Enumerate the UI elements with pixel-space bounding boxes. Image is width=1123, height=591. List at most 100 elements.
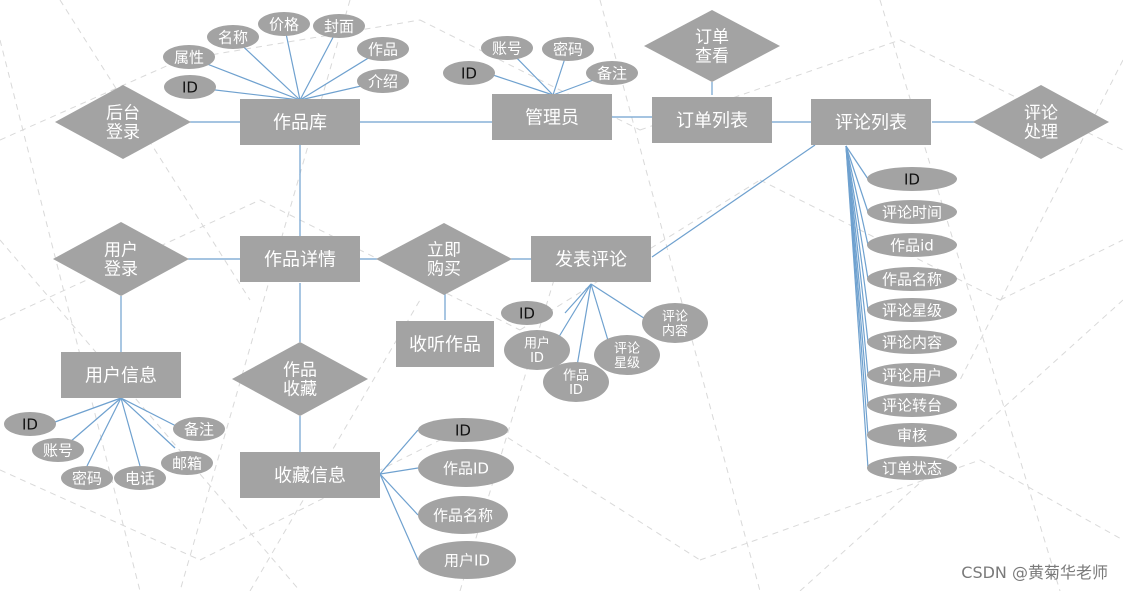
comment-list-attr-1-label: 评论时间: [882, 203, 942, 221]
comment-list-attr-6-ellipse: [867, 363, 957, 387]
edge-comment-attr-3: [845, 145, 869, 280]
edge-fav-attr-1: [379, 467, 419, 475]
bg-line-16: [179, 0, 351, 591]
entity-comment-list-label: 评论列表: [835, 112, 907, 133]
edge-post-attr-0: [564, 283, 592, 314]
comment-list-attr-0-label: ID: [904, 170, 920, 188]
rel-fav-work-label-line-1: 收藏: [283, 380, 317, 400]
bg-line-18: [879, 0, 1061, 591]
rel-comment-handle-label-line-1: 处理: [1024, 123, 1058, 143]
post-attr-content-ellipse: [642, 303, 708, 343]
rel-fav-work-diamond: [232, 342, 368, 416]
rel-comment-handle-label-line-0: 评论: [1024, 104, 1058, 124]
works-attr-2-ellipse: [207, 25, 259, 49]
works-attr-4-label: 封面: [324, 17, 354, 35]
admin-attr-0-label: ID: [461, 64, 477, 82]
user-attr-0-ellipse: [4, 412, 56, 436]
bg-line-7: [519, 179, 761, 331]
rel-fav-work-label-line-0: 作品: [283, 361, 317, 381]
post-attr-user-id-label-line-1: ID: [530, 351, 544, 366]
works-attr-3-ellipse: [258, 12, 310, 36]
rel-backend-login-label: 后台登录: [106, 104, 140, 143]
edge-comment-list: [651, 144, 816, 258]
post-attr-content-label-line-0: 评论: [662, 309, 688, 324]
edge-fav-attr-3: [379, 473, 419, 561]
bg-line-19: [959, 59, 1123, 381]
comment-list-attr-7-label: 评论转台: [882, 396, 942, 414]
post-attr-stars-label-line-0: 评论: [614, 341, 640, 356]
rel-user-login-label-line-1: 登录: [104, 260, 138, 280]
rel-buy-now-label: 立即购买: [427, 241, 461, 280]
comment-list-attr-5-label: 评论内容: [882, 333, 942, 351]
bg-line-23: [249, 299, 421, 591]
comment-list-attr-0-ellipse: [867, 167, 957, 191]
works-attr-6-label: 介绍: [368, 72, 398, 90]
works-attr-5-label: 作品: [368, 40, 398, 58]
post-attr-id-label: ID: [519, 304, 535, 322]
rel-backend-login-diamond: [55, 85, 191, 159]
edge-user-attr-2: [86, 397, 122, 467]
bg-line-2: [419, 19, 641, 131]
bg-line-4: [899, 39, 1123, 151]
post-attr-user-id-label-line-0: 用户: [524, 335, 550, 351]
works-attr-4-ellipse: [313, 14, 365, 38]
works-attr-2-label: 名称: [218, 28, 248, 46]
comment-list-attr-5-ellipse: [867, 330, 957, 354]
fav-attr-2-label: 作品名称: [433, 506, 493, 524]
fav-attr-1-label: 作品ID: [443, 459, 489, 477]
rel-order-view-diamond: [644, 10, 780, 82]
entity-comment-list-box: [811, 99, 931, 145]
works-attr-3-label: 价格: [269, 15, 299, 33]
entity-user-info-label: 用户信息: [85, 365, 157, 386]
edge-post-attr-2: [575, 283, 592, 373]
post-attr-user-id-ellipse: [504, 330, 570, 370]
connector-lines: [54, 23, 975, 561]
fav-attr-0-label: ID: [455, 421, 471, 439]
comment-list-attr-7-ellipse: [867, 393, 957, 417]
edge-fav-attr-2: [379, 473, 419, 516]
entity-listen-box: [396, 321, 494, 367]
edge-fav-attr-0: [379, 429, 419, 475]
edge-post-attr-3: [590, 283, 611, 348]
post-attr-work-id-ellipse: [543, 362, 609, 402]
admin-attr-2-ellipse: [542, 37, 594, 61]
entity-works-box: [240, 99, 360, 145]
post-attr-stars-label: 评论星级: [614, 341, 640, 371]
edge-user-attr-4: [120, 397, 176, 449]
rel-user-login-label-line-0: 用户: [104, 241, 138, 261]
edge-comment-attr-1: [845, 145, 869, 213]
comment-list-attr-9-ellipse: [867, 456, 957, 480]
comment-list-attr-3-label: 作品名称: [882, 270, 942, 288]
admin-attr-3-label: 备注: [597, 64, 627, 82]
fav-attr-1-ellipse: [418, 449, 514, 487]
edge-comment-attr-9: [845, 145, 869, 469]
edge-works-attr-3: [283, 23, 301, 101]
edge-works-attr-4: [299, 25, 340, 101]
user-attr-0-label: ID: [22, 415, 38, 433]
fav-attr-3-label: 用户ID: [444, 551, 490, 569]
user-attr-4-ellipse: [161, 451, 213, 475]
post-attr-work-id-label-line-0: 作品: [563, 368, 589, 383]
rel-buy-now-label-line-0: 立即: [427, 241, 461, 261]
post-attr-content-label: 评论内容: [662, 309, 688, 339]
works-attr-1-label: 属性: [174, 48, 204, 66]
rel-buy-now-diamond: [376, 223, 512, 295]
user-attr-5-ellipse: [173, 417, 225, 441]
user-attr-2-ellipse: [61, 466, 113, 490]
works-attr-6-ellipse: [357, 69, 409, 93]
rel-backend-login-label-line-1: 登录: [106, 123, 140, 143]
comment-list-attr-8-label: 审核: [897, 426, 927, 444]
user-attr-4-label: 邮箱: [172, 454, 202, 472]
edge-user-attr-3: [120, 397, 141, 467]
admin-attr-1-ellipse: [481, 36, 533, 60]
watermark: CSDN @黄菊华老师: [961, 563, 1108, 582]
works-attr-0-ellipse: [164, 75, 216, 99]
bg-line-10: [0, 469, 201, 561]
rel-order-view-label-line-1: 查看: [695, 47, 729, 67]
admin-attr-3-ellipse: [586, 61, 638, 85]
bg-line-15: [59, 0, 251, 301]
